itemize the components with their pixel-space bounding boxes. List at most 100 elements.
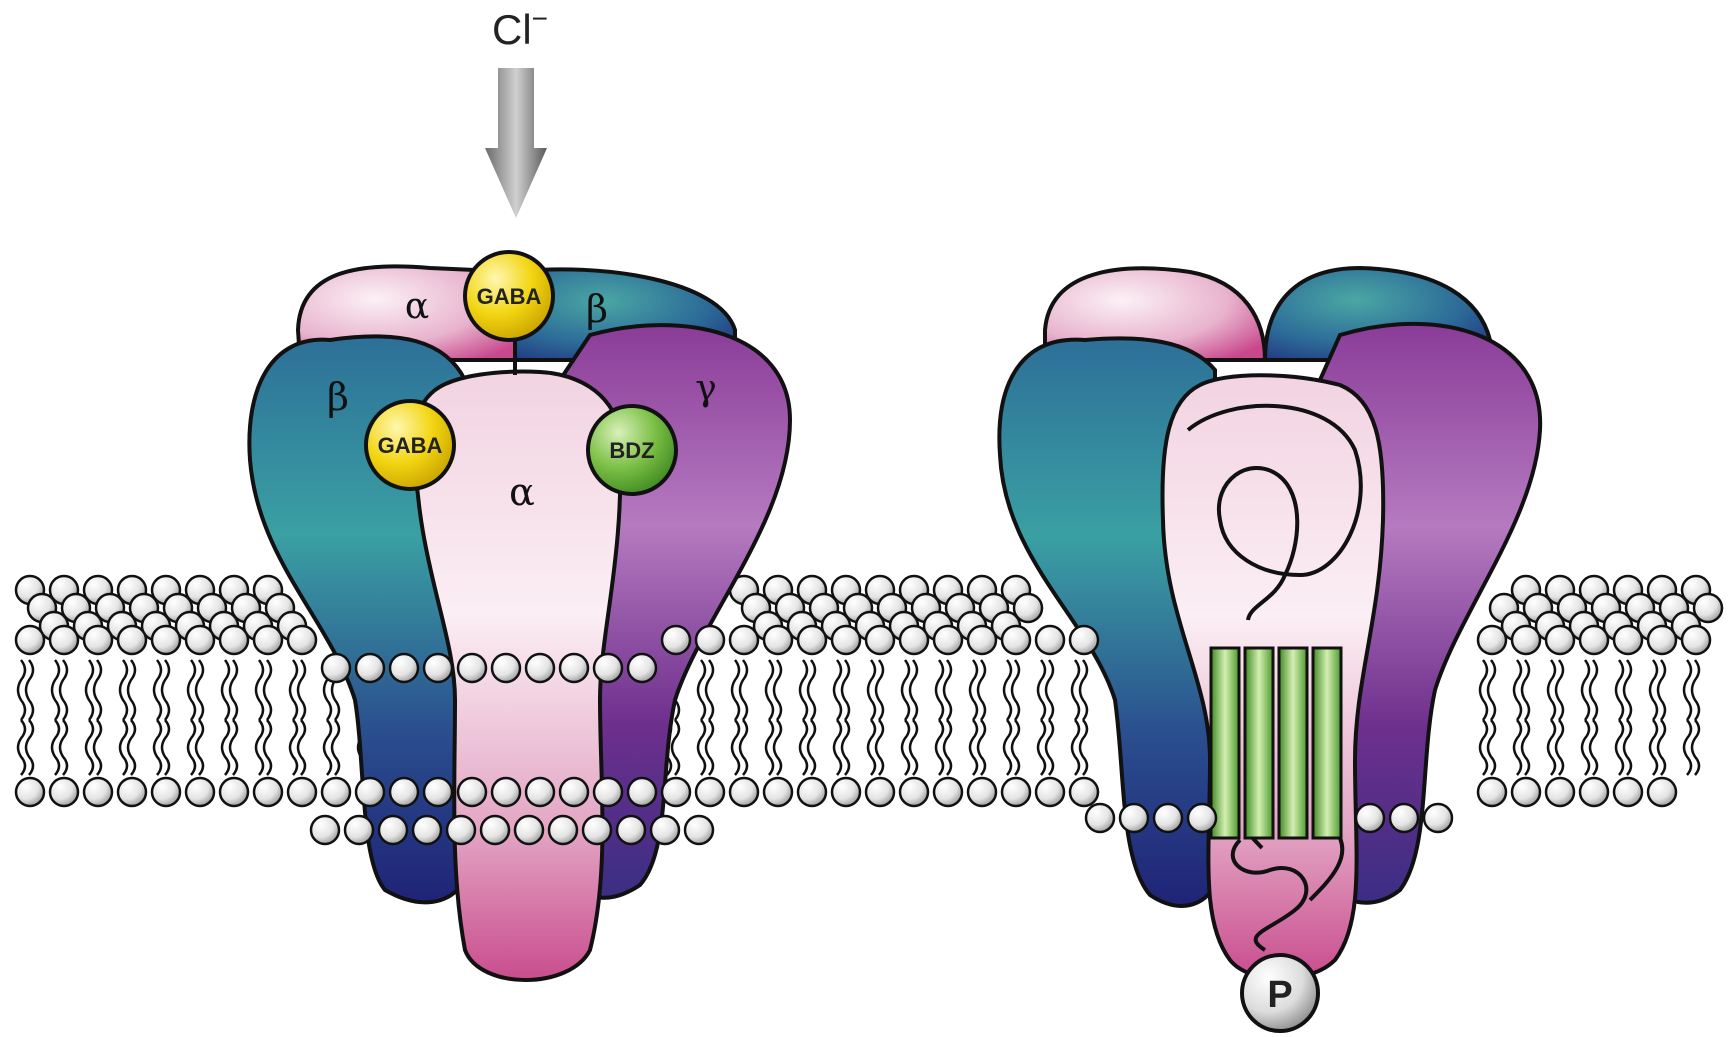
lipid-head-upper <box>220 626 248 654</box>
lipid-head-upper <box>1512 626 1540 654</box>
lipid-head-upper <box>798 626 826 654</box>
lipid-head-lower <box>492 778 520 806</box>
lipid-tail <box>1072 720 1087 775</box>
lipid-head-lower <box>1546 778 1574 806</box>
gaba-label-left: GABA <box>378 433 443 458</box>
lipid-head-lower <box>696 778 724 806</box>
lipid-head-upper <box>1614 626 1642 654</box>
lipid-tail <box>188 720 203 775</box>
lipid-tail <box>324 720 339 775</box>
lipid-head-lower <box>458 778 486 806</box>
gaba-binding-site-left: GABA <box>366 401 454 489</box>
lipid-tail <box>1480 660 1495 720</box>
bdz-label: BDZ <box>609 438 654 463</box>
lipid-tail <box>902 660 917 720</box>
lipid-head-upper <box>356 654 384 682</box>
phosphate-label: P <box>1267 974 1292 1016</box>
lipid-head-lower <box>1512 778 1540 806</box>
lipid-head-lower <box>594 778 622 806</box>
lipid-head-lower <box>526 778 554 806</box>
lipid-head-lower <box>1070 778 1098 806</box>
bdz-binding-site: BDZ <box>588 406 676 494</box>
chloride-ion-label: Cl− <box>492 3 548 53</box>
lipid-head-upper <box>118 626 146 654</box>
lipid-head-upper <box>186 626 214 654</box>
gaba-binding-site-top: GABA <box>465 252 553 340</box>
lipid-tail <box>1548 720 1563 775</box>
lipid-tail <box>1480 720 1495 775</box>
lipid-head-lower <box>651 816 679 844</box>
lipid-head-lower <box>390 778 418 806</box>
lipid-tail <box>868 720 883 775</box>
lipid-tail <box>1004 660 1019 720</box>
lipid-tail <box>800 660 815 720</box>
lipid-head-upper <box>424 654 452 682</box>
lipid-head-upper <box>1580 626 1608 654</box>
lipid-head-upper <box>934 626 962 654</box>
lipid-head-lower <box>515 816 543 844</box>
lipid-head-lower <box>379 816 407 844</box>
lipid-tail <box>732 660 747 720</box>
lipid-tail <box>1038 720 1053 775</box>
lipid-tail <box>52 660 67 720</box>
lipid-head-lower <box>1120 804 1148 832</box>
lipid-tail <box>1514 660 1529 720</box>
lipid-tail <box>18 720 33 775</box>
lipid-head-lower <box>1648 778 1676 806</box>
lipid-head-upper <box>594 654 622 682</box>
lipid-head-upper <box>1002 626 1030 654</box>
tm-helix-2 <box>1245 648 1273 838</box>
lipid-head-lower <box>1580 778 1608 806</box>
lipid-tail <box>834 720 849 775</box>
lipid-head-lower <box>934 778 962 806</box>
label-alpha-front: α <box>509 470 535 514</box>
lipid-tail <box>1004 720 1019 775</box>
phosphorylation-site: P <box>1242 955 1318 1031</box>
gaba-label-top: GABA <box>477 284 542 309</box>
lipid-tail <box>1582 720 1597 775</box>
arrow-down-icon <box>485 68 547 218</box>
lipid-head-lower <box>866 778 894 806</box>
lipid-head-lower <box>118 778 146 806</box>
lipid-head-lower <box>1478 778 1506 806</box>
lipid-tail <box>698 660 713 720</box>
lipid-head-lower <box>900 778 928 806</box>
lipid-tail <box>154 720 169 775</box>
lipid-head-upper <box>900 626 928 654</box>
lipid-tail <box>698 720 713 775</box>
lipid-head-upper <box>288 626 316 654</box>
lipid-head-upper <box>696 626 724 654</box>
lipid-head-upper <box>1478 626 1506 654</box>
lipid-head-lower <box>311 816 339 844</box>
lipid-tail <box>52 720 67 775</box>
lipid-head-upper <box>560 654 588 682</box>
ion-symbol: Cl <box>492 6 532 53</box>
lipid-head-lower <box>798 778 826 806</box>
lipid-head-upper <box>254 626 282 654</box>
ion-charge: − <box>532 3 548 34</box>
lipid-tail <box>936 720 951 775</box>
lipid-tail <box>868 660 883 720</box>
lipid-head-lower <box>1086 804 1114 832</box>
lipid-head-lower <box>628 778 656 806</box>
label-beta-top: β <box>586 287 608 331</box>
lipid-head-upper <box>50 626 78 654</box>
lipid-tail <box>120 720 135 775</box>
label-beta-left: β <box>327 375 349 419</box>
lipid-head-lower <box>617 816 645 844</box>
lipid-tail <box>936 660 951 720</box>
lipid-tail <box>120 660 135 720</box>
lipid-tail <box>1684 660 1699 720</box>
lipid-head-upper <box>1036 626 1064 654</box>
lipid-tail <box>834 660 849 720</box>
lipid-tail <box>222 720 237 775</box>
lipid-tail <box>290 720 305 775</box>
lipid-head-upper <box>866 626 894 654</box>
lipid-tail <box>766 720 781 775</box>
lipid-tail <box>1684 720 1699 775</box>
lipid-head-upper <box>832 626 860 654</box>
lipid-head-lower <box>447 816 475 844</box>
lipid-head-lower <box>1390 804 1418 832</box>
lipid-tail <box>86 720 101 775</box>
